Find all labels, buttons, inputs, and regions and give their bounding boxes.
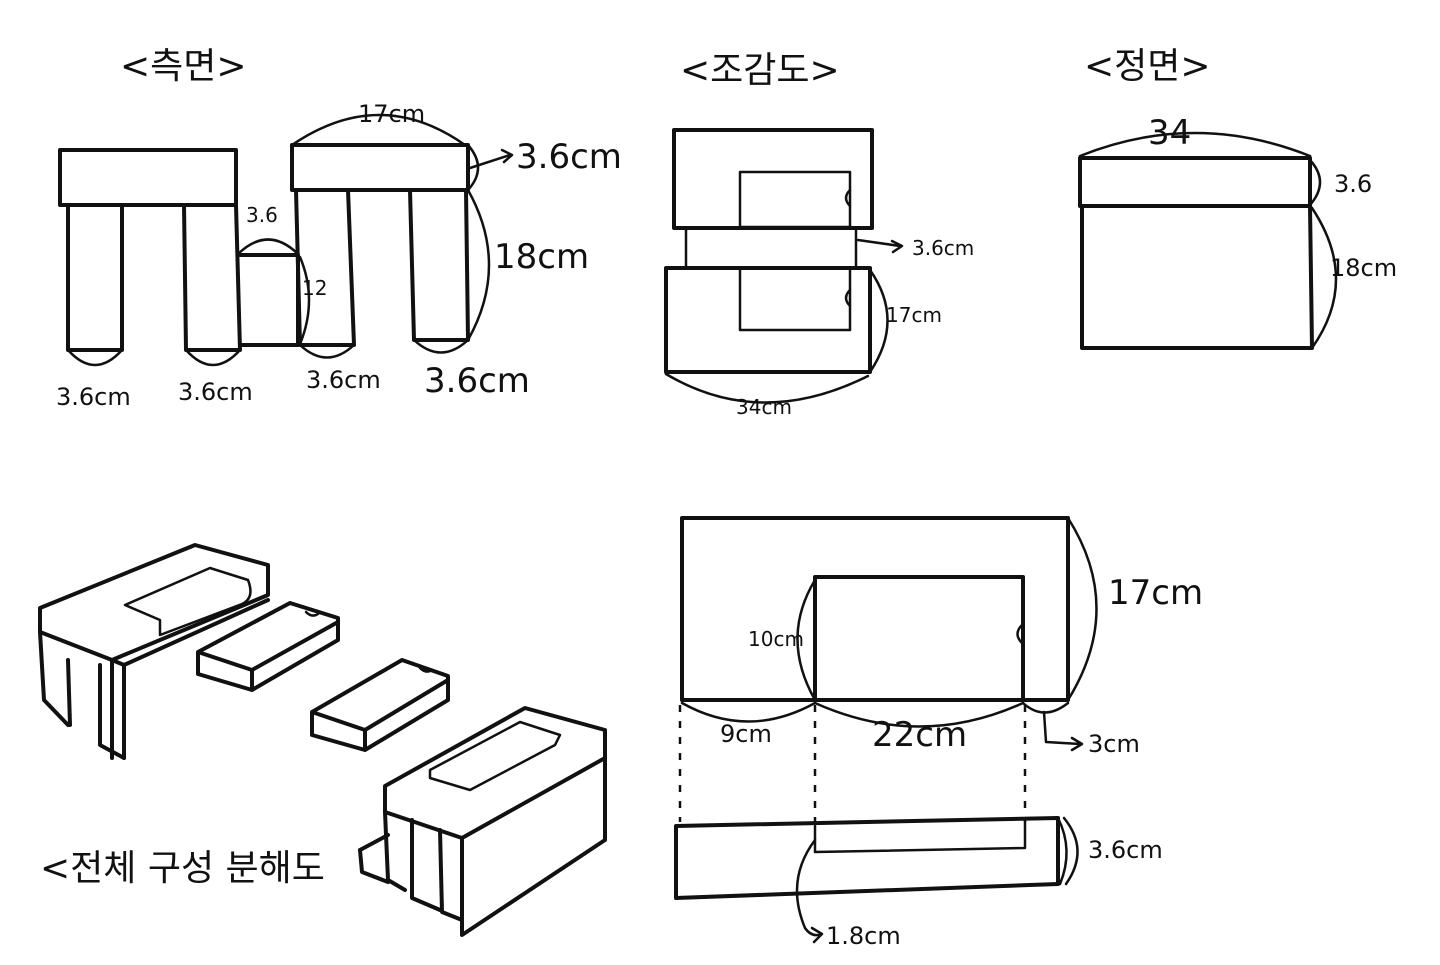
right-stool-top <box>383 706 607 840</box>
left-stool-slot <box>123 566 252 637</box>
detail-slot-depth-label: 10cm <box>748 627 804 651</box>
plan-bottom-slot <box>738 266 852 332</box>
detail-depth-arc <box>1066 516 1098 702</box>
front-top-board <box>1078 156 1312 208</box>
exploded-right-stool <box>358 706 607 937</box>
detail-slot <box>813 575 1025 702</box>
side-top-thickness-label: 3.6cm <box>516 137 622 177</box>
side-left-top <box>58 148 238 207</box>
detail-stool-top <box>680 516 1070 702</box>
detail-offset-label: 9cm <box>720 720 772 748</box>
detail-groove <box>813 818 1027 854</box>
side-gap-height-label: 12 <box>302 276 327 300</box>
plan-bottom-stool <box>664 266 872 374</box>
exploded-board-1 <box>196 601 340 692</box>
side-leg-label-1: 3.6cm <box>56 383 131 411</box>
detail-thickness-arc <box>1062 816 1079 886</box>
plan-depth-arc <box>868 268 889 374</box>
side-top-thickness-arc <box>466 143 480 192</box>
detail-groove-arrow <box>795 838 824 944</box>
plan-top-slot <box>738 170 852 229</box>
detail-board-thickness-label: 3.6cm <box>1088 836 1163 864</box>
right-stool-legs <box>383 810 464 922</box>
detail-guide-lines <box>678 705 1027 822</box>
side-foot-arc-2 <box>184 348 242 367</box>
side-leg-label-4: 3.6cm <box>424 361 530 401</box>
detail-notch-label: 3cm <box>1088 730 1140 758</box>
side-left-leg-2 <box>182 203 242 352</box>
side-leg-height-label: 18cm <box>494 237 589 277</box>
side-view-title: <측면> <box>120 46 247 87</box>
front-height-label: 18cm <box>1330 254 1397 282</box>
detail-depth-label: 17cm <box>1108 573 1203 613</box>
plan-top-notch <box>844 188 852 208</box>
side-foot-arc-4 <box>412 338 470 354</box>
side-gap-width-arc <box>236 238 300 256</box>
plan-width-label: 34cm <box>736 395 792 419</box>
side-right-leg-1 <box>294 188 356 347</box>
plan-width-arc <box>664 372 870 404</box>
right-stool-side <box>460 756 607 937</box>
detail-offset-arc <box>680 701 817 723</box>
detail-board-end <box>1056 816 1068 886</box>
side-top-width-label: 17cm <box>358 100 425 128</box>
side-foot-arc-1 <box>66 348 124 367</box>
plan-gap-board <box>684 226 858 270</box>
left-stool-legs <box>38 630 126 760</box>
side-top-width-arc <box>290 113 467 147</box>
front-width-label: 34 <box>1148 113 1191 153</box>
side-gap-height-arc <box>298 255 311 346</box>
detail-board <box>674 816 1060 900</box>
plan-view-title: <조감도> <box>680 50 840 91</box>
detail-notch-arrow <box>1042 710 1084 752</box>
detail-view: 17cm 10cm 9cm 22cm 3cm 3.6cm 1.8cm <box>674 516 1203 950</box>
detail-groove-depth-label: 1.8cm <box>826 922 901 950</box>
detail-notch-arc <box>1021 701 1070 714</box>
plan-depth-label: 17cm <box>886 303 942 327</box>
front-thickness-label: 3.6 <box>1334 170 1372 198</box>
plan-bottom-notch <box>844 288 852 308</box>
side-right-top <box>290 143 470 192</box>
side-leg-label-3: 3.6cm <box>306 366 381 394</box>
detail-slot-width-label: 22cm <box>872 715 967 755</box>
side-foot-arc-3 <box>298 343 356 359</box>
plan-top-stool <box>672 128 874 230</box>
side-view: <측면> 17cm 3.6cm 18cm 3.6 12 3.6cm 3.6cm … <box>56 46 622 411</box>
front-width-arc <box>1078 131 1312 158</box>
front-body <box>1080 204 1314 350</box>
side-gap-block <box>238 253 300 347</box>
side-gap-width-label: 3.6 <box>246 203 278 227</box>
exploded-left-stool <box>38 543 270 760</box>
front-view-title: <정면> <box>1084 46 1211 87</box>
detail-slot-width-arc <box>813 701 1025 728</box>
side-leg-height-arc <box>466 188 491 342</box>
front-height-arc <box>1310 206 1338 350</box>
left-stool-top <box>38 543 270 662</box>
board-1-notch <box>304 610 320 617</box>
side-right-leg-2 <box>408 188 470 342</box>
board-2-notch <box>418 666 434 673</box>
exploded-view: <전체 구성 분해도 <box>38 543 607 937</box>
plan-view: <조감도> 3.6cm 17cm 34cm <box>664 50 974 419</box>
side-left-leg-1 <box>66 203 124 352</box>
left-stool-side-edge <box>122 598 270 667</box>
detail-notch <box>1016 622 1025 646</box>
front-thickness-arc <box>1308 158 1322 207</box>
plan-gap-arrow <box>856 238 904 254</box>
side-leg-label-2: 3.6cm <box>178 378 253 406</box>
exploded-board-2 <box>310 658 450 752</box>
detail-slot-depth-arc <box>796 578 817 702</box>
side-arrow <box>468 148 514 170</box>
right-stool-slot <box>428 720 562 792</box>
front-view: <정면> 34 3.6 18cm <box>1078 46 1397 350</box>
exploded-view-title: <전체 구성 분해도 <box>40 848 325 889</box>
plan-gap-label: 3.6cm <box>912 236 974 260</box>
right-stool-gap-block <box>358 833 390 884</box>
